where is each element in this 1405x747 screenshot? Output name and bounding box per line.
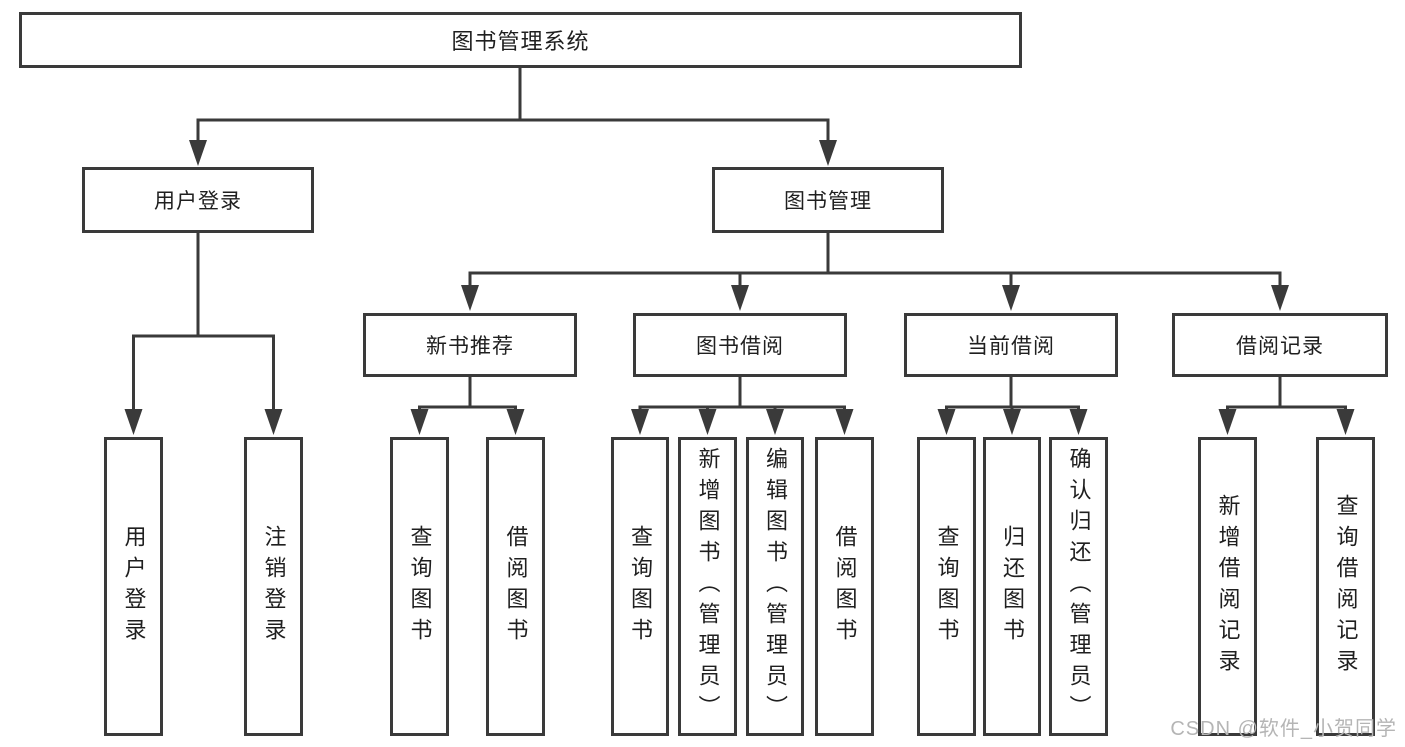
leaf-label: 编辑图书（管理员）: [763, 447, 788, 726]
leaf-label: 借阅图书: [503, 524, 529, 649]
leaf-confirm-return-admin: 确认归还（管理员）: [1049, 437, 1108, 736]
leaf-label: 查询图书: [407, 524, 433, 649]
leaf-label: 注销登录: [261, 524, 287, 649]
node-borrow-records: 借阅记录: [1172, 313, 1388, 377]
leaf-return-book: 归还图书: [983, 437, 1041, 736]
leaf-logout: 注销登录: [244, 437, 303, 736]
leaf-query-books-current: 查询图书: [917, 437, 976, 736]
leaf-query-books-borrow: 查询图书: [611, 437, 669, 736]
node-book-management: 图书管理: [712, 167, 944, 233]
leaf-borrow-books: 借阅图书: [815, 437, 874, 736]
node-new-book-recommend: 新书推荐: [363, 313, 577, 377]
leaf-label: 借阅图书: [832, 524, 858, 649]
leaf-label: 归还图书: [1000, 524, 1025, 649]
leaf-query-books-recommend: 查询图书: [390, 437, 449, 736]
leaf-label: 用户登录: [121, 524, 147, 649]
leaf-borrow-books-recommend: 借阅图书: [486, 437, 545, 736]
leaf-user-login: 用户登录: [104, 437, 163, 736]
leaf-label: 查询图书: [628, 524, 653, 649]
leaf-label: 确认归还（管理员）: [1066, 447, 1092, 726]
leaf-label: 查询借阅记录: [1333, 493, 1359, 680]
node-book-borrow: 图书借阅: [633, 313, 847, 377]
leaf-label: 新增图书（管理员）: [695, 447, 721, 726]
leaf-label: 查询图书: [934, 524, 960, 649]
leaf-edit-book-admin: 编辑图书（管理员）: [746, 437, 804, 736]
node-book-management-system: 图书管理系统: [19, 12, 1022, 68]
leaf-add-borrow-record: 新增借阅记录: [1198, 437, 1257, 736]
node-user-login: 用户登录: [82, 167, 314, 233]
leaf-label: 新增借阅记录: [1215, 493, 1241, 680]
node-current-borrow: 当前借阅: [904, 313, 1118, 377]
leaf-query-borrow-record: 查询借阅记录: [1316, 437, 1375, 736]
leaf-add-book-admin: 新增图书（管理员）: [678, 437, 737, 736]
